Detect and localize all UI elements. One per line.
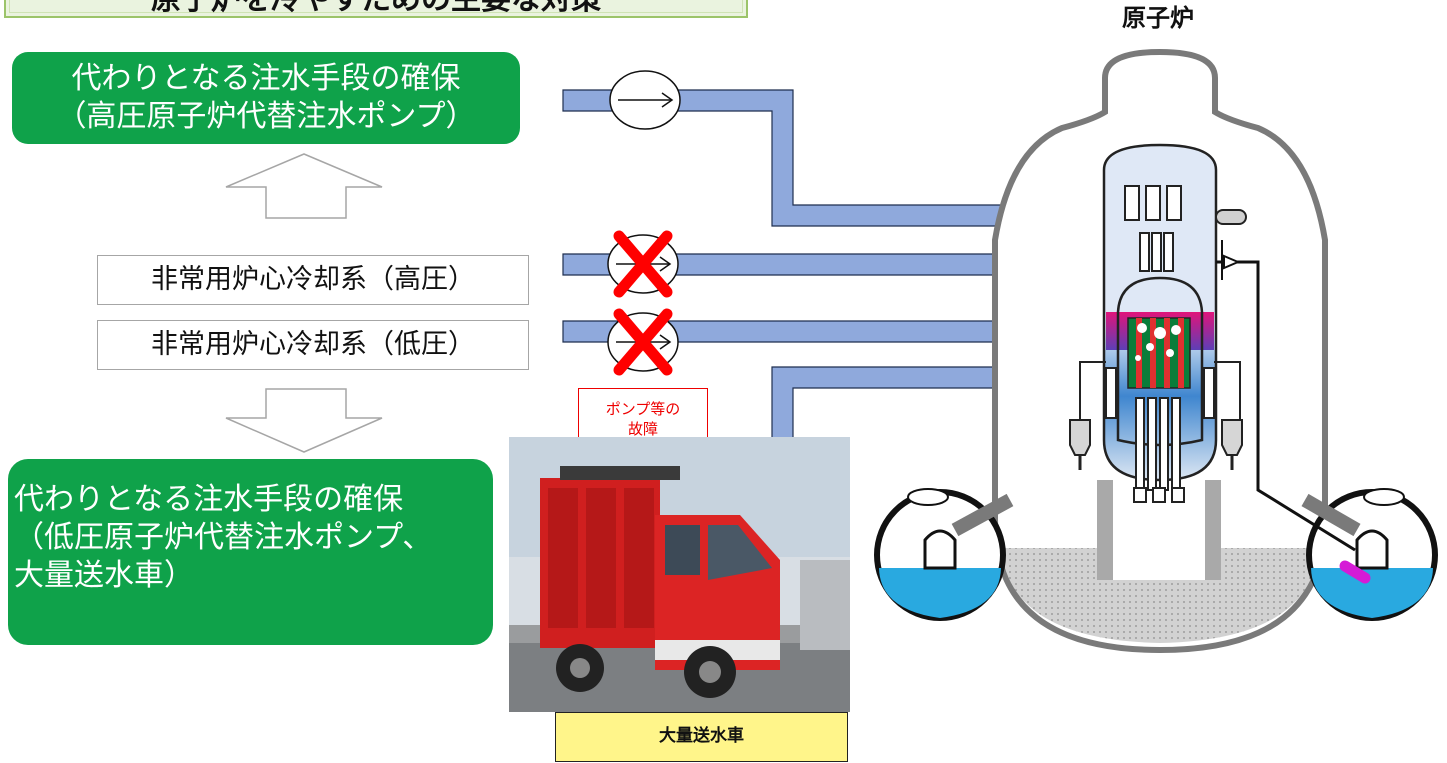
water-truck-caption: 大量送水車 bbox=[555, 712, 848, 762]
eccs-high-box: 非常用炉心冷却系（高圧） bbox=[97, 255, 529, 305]
alt-injection-low-box: 代わりとなる注水手段の確保 （低圧原子炉代替注水ポンプ、 大量送水車） bbox=[8, 459, 493, 645]
pump-failure-line-1: ポンプ等の bbox=[605, 400, 681, 418]
reactor-pressure-vessel bbox=[1069, 143, 1356, 552]
alt-high-line-2: （高圧原子炉代替注水ポンプ） bbox=[56, 99, 476, 134]
down-arrow-icon bbox=[225, 388, 383, 453]
pump-alt-high-icon bbox=[609, 70, 681, 130]
alt-low-line-3: 大量送水車） bbox=[14, 558, 194, 593]
suppression-chamber-right bbox=[1301, 488, 1438, 621]
failure-cross-icon bbox=[613, 230, 673, 298]
up-arrow-icon bbox=[225, 153, 383, 219]
pump-failure-line-2: 故障 bbox=[627, 420, 658, 438]
eccs-low-box: 非常用炉心冷却系（低圧） bbox=[97, 320, 529, 370]
alt-low-line-1: 代わりとなる注水手段の確保 bbox=[14, 482, 404, 517]
water-truck-photo bbox=[509, 437, 850, 712]
title-banner: 原子炉を冷やすための主要な対策 bbox=[4, 0, 748, 18]
reactor-label: 原子炉 bbox=[1122, 4, 1194, 32]
suppression-chamber-left bbox=[874, 488, 1014, 621]
alt-injection-high-box: 代わりとなる注水手段の確保 （高圧原子炉代替注水ポンプ） bbox=[12, 52, 520, 144]
failure-cross-icon bbox=[613, 308, 673, 376]
alt-low-line-2: （低圧原子炉代替注水ポンプ、 bbox=[14, 520, 433, 555]
page-title: 原子炉を冷やすための主要な対策 bbox=[6, 0, 746, 18]
alt-high-line-1: 代わりとなる注水手段の確保 bbox=[71, 61, 461, 96]
